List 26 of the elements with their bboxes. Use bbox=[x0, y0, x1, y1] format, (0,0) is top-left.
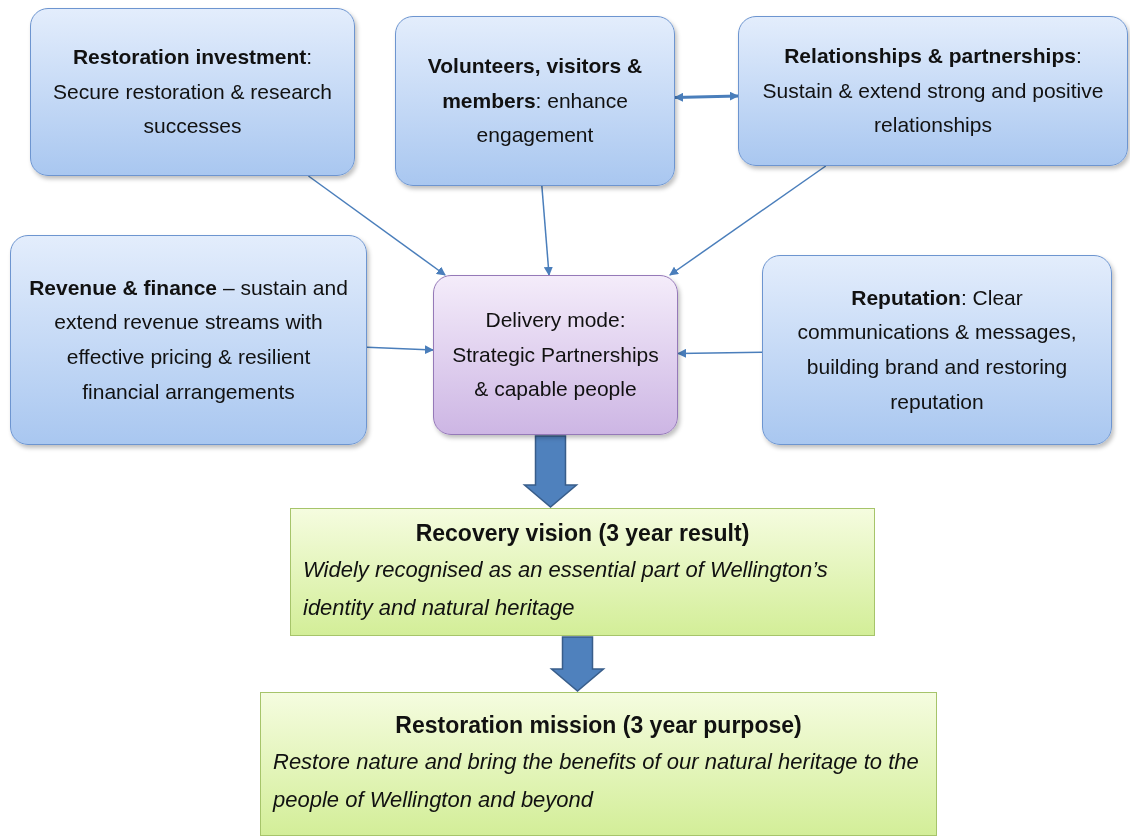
rounded-box bbox=[395, 16, 675, 186]
rounded-box bbox=[433, 275, 678, 435]
block-arrow bbox=[522, 435, 579, 508]
result-box bbox=[290, 508, 875, 636]
box-text: Volunteers, visitors & members: enhance engagement bbox=[426, 53, 644, 149]
arrow bbox=[677, 348, 763, 358]
box-text: Reputation: Clear communications & messages, building brand and restoring reputation bbox=[796, 284, 1078, 415]
box-text: Restore nature and bring the benefits of our natural heritage to the people of Wellington and beyond bbox=[273, 747, 920, 815]
box-text: Relationships & partnerships: Sustain & extend strong and positive relationships bbox=[761, 43, 1105, 139]
box-heading: Recovery vision (3 year result) bbox=[414, 519, 751, 549]
arrow bbox=[674, 91, 739, 102]
arrow bbox=[669, 165, 827, 276]
rounded-box bbox=[10, 235, 367, 445]
arrow bbox=[307, 175, 446, 276]
rounded-box bbox=[30, 8, 355, 176]
rounded-box bbox=[738, 16, 1128, 166]
result-box bbox=[260, 692, 937, 836]
box-text: Restoration investment: Secure restoration & research successes bbox=[52, 44, 333, 140]
box-text: Delivery mode: Strategic Partnerships & capable people bbox=[452, 307, 659, 403]
box-text: Revenue & finance – sustain and extend revenue streams with effective pricing & resilient financial arrangements bbox=[29, 274, 348, 405]
rounded-box bbox=[762, 255, 1112, 445]
box-text: Widely recognised as an essential part of Wellington’s identity and natural heritage bbox=[303, 555, 829, 623]
arrow bbox=[366, 345, 434, 355]
block-arrow bbox=[549, 636, 606, 692]
box-heading: Restoration mission (3 year purpose) bbox=[394, 711, 803, 741]
arrow bbox=[541, 185, 553, 276]
